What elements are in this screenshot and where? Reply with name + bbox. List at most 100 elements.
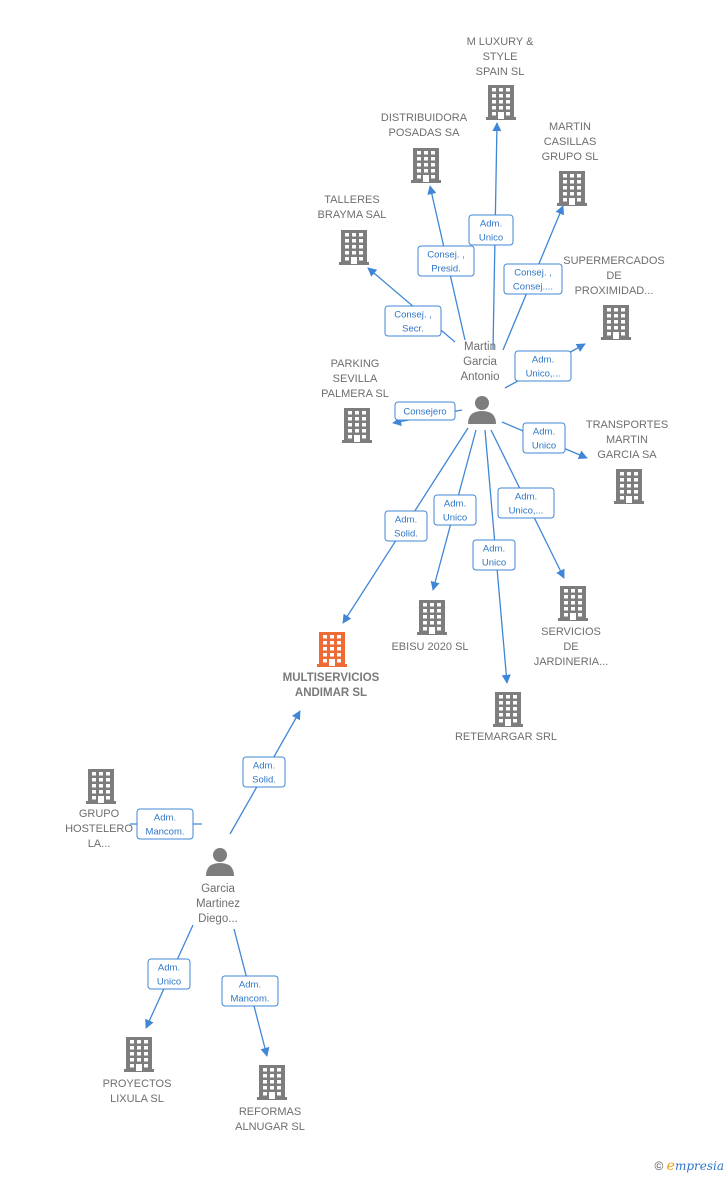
edge-label-border [242,756,286,788]
edge-label-text: Consejero [403,407,446,418]
edge-label-text: Adm. [253,761,275,772]
edge-label-box[interactable]: Adm.Unico,... [497,487,555,519]
edge-label-box[interactable]: Adm. Solid. [242,756,286,788]
node-label: GRUPO SL [542,151,599,163]
node-label: M LUXURY & [467,36,535,48]
edge-label-text: Adm. [154,813,176,824]
edge-label-text: Consej. , [427,250,465,261]
edge-label-text: Adm. [532,355,554,366]
edge-martin-supermercados: Adm. Unico,... [504,343,586,389]
node-label: POSADAS SA [389,127,461,139]
edge-label-border [394,401,456,421]
edge-label-border [147,958,191,990]
node-talleres[interactable]: TALLERES BRAYMA SAL [318,194,387,265]
node-label: MARTIN [606,434,648,446]
node-grupohostelero[interactable]: GRUPOHOSTELEROLA... [65,769,133,850]
edge-label-text: Consej.... [513,282,553,293]
edge-martin-distribuidora: Consej. ,Presid. [417,185,475,341]
node-retemargar[interactable]: RETEMARGAR SRL [455,692,557,743]
edge-label-box[interactable]: Adm.Unico [522,422,566,454]
edge-martin-ebisu: Adm.Unico [430,429,477,591]
edge-label-border [514,350,572,382]
building-icon [486,85,516,120]
edge-label-text: Adm. [395,515,417,526]
node-label: TALLERES [324,194,379,206]
edge-label-box[interactable]: Adm.Unico [147,958,191,990]
edge-martin-martincasillas: Consej. , Consej.... [502,205,565,351]
edge-label-border [417,245,475,277]
edge-label-box[interactable]: Consejero [394,401,456,421]
node-label: Garcia [463,356,497,368]
node-label: SPAIN SL [476,66,525,78]
edge-label-box[interactable]: Adm. Unico,... [514,350,572,382]
building-icon [417,600,447,635]
edge-label-text: Unico,... [526,369,561,380]
edge-label-text: Mancom. [230,994,269,1005]
edge-garcia-multiservicios: Adm. Solid. [229,710,301,835]
edge-label-box[interactable]: Adm. Mancom. [221,975,279,1007]
building-icon [614,469,644,504]
edge-label-border [433,494,477,526]
edge-label-box[interactable]: Consej. , Consej.... [503,263,563,295]
node-label: JARDINERIA... [534,656,609,668]
edge-label-text: Adm. [533,427,555,438]
edge-label-box[interactable]: Adm. Solid. [384,510,428,542]
edge-label-border [221,975,279,1007]
edge-label-box[interactable]: Adm.Unico [468,214,514,246]
building-icon [342,408,372,443]
edge-martin-multiservicios: Adm. Solid. [342,427,469,624]
person-icon [468,396,496,424]
node-label: BRAYMA SAL [318,209,387,221]
edge-label-text: Consej. , [394,310,432,321]
edge-label-text: Unico [443,513,467,524]
edge-label-text: Adm. [483,544,505,555]
node-label: DE [606,270,621,282]
edge-garcia-proyectos: Adm.Unico [145,924,194,1029]
node-label: GRUPO [79,808,120,820]
edge-label-border [522,422,566,454]
node-label: SEVILLA [333,373,378,385]
edge-label-text: Consej. , [514,268,552,279]
edge-martin-transportes: Adm.Unico [501,421,588,459]
edge-label-text: Solid. [252,775,276,786]
node-ebisu[interactable]: EBISU 2020 SL [391,600,469,653]
edge-label-text: Mancom. [145,827,184,838]
edge-label-text: Adm. [515,492,537,503]
edge-label-box[interactable]: Consej. ,Presid. [417,245,475,277]
node-label: RETEMARGAR SRL [455,731,557,743]
node-transportes[interactable]: TRANSPORTES MARTIN GARCIA SA [586,419,668,504]
building-icon [493,692,523,727]
node-label: Martinez [196,898,240,910]
footer-brand[interactable]: © empresia [654,1158,724,1174]
edge-label-box[interactable]: Adm. Unico [472,539,516,571]
node-garcia[interactable]: GarciaMartinezDiego... [196,848,240,925]
node-label: PROYECTOS [103,1078,172,1090]
node-label: Garcia [201,883,235,895]
edge-label-box[interactable]: Consej. , Secr. [384,305,442,337]
edge-label-text: Adm. [239,980,261,991]
edge-martin-servicios: Adm.Unico,... [490,429,565,579]
edge-label-border [468,214,514,246]
edge-label-box[interactable]: Adm. Mancom. [136,808,194,840]
node-label: TRANSPORTES [586,419,668,431]
node-label: GARCIA SA [597,449,657,461]
node-label: Antonio [460,371,499,383]
edge-label-box[interactable]: Adm.Unico [433,494,477,526]
edge-label-text: Solid. [394,529,418,540]
node-supermercados[interactable]: SUPERMERCADOSDEPROXIMIDAD... [563,255,665,340]
edge-label-text: Adm. [480,219,502,230]
edge-label-text: Unico [482,558,506,569]
node-servicios[interactable]: SERVICIOSDEJARDINERIA... [534,586,609,668]
edge-label-text: Secr. [402,324,424,335]
